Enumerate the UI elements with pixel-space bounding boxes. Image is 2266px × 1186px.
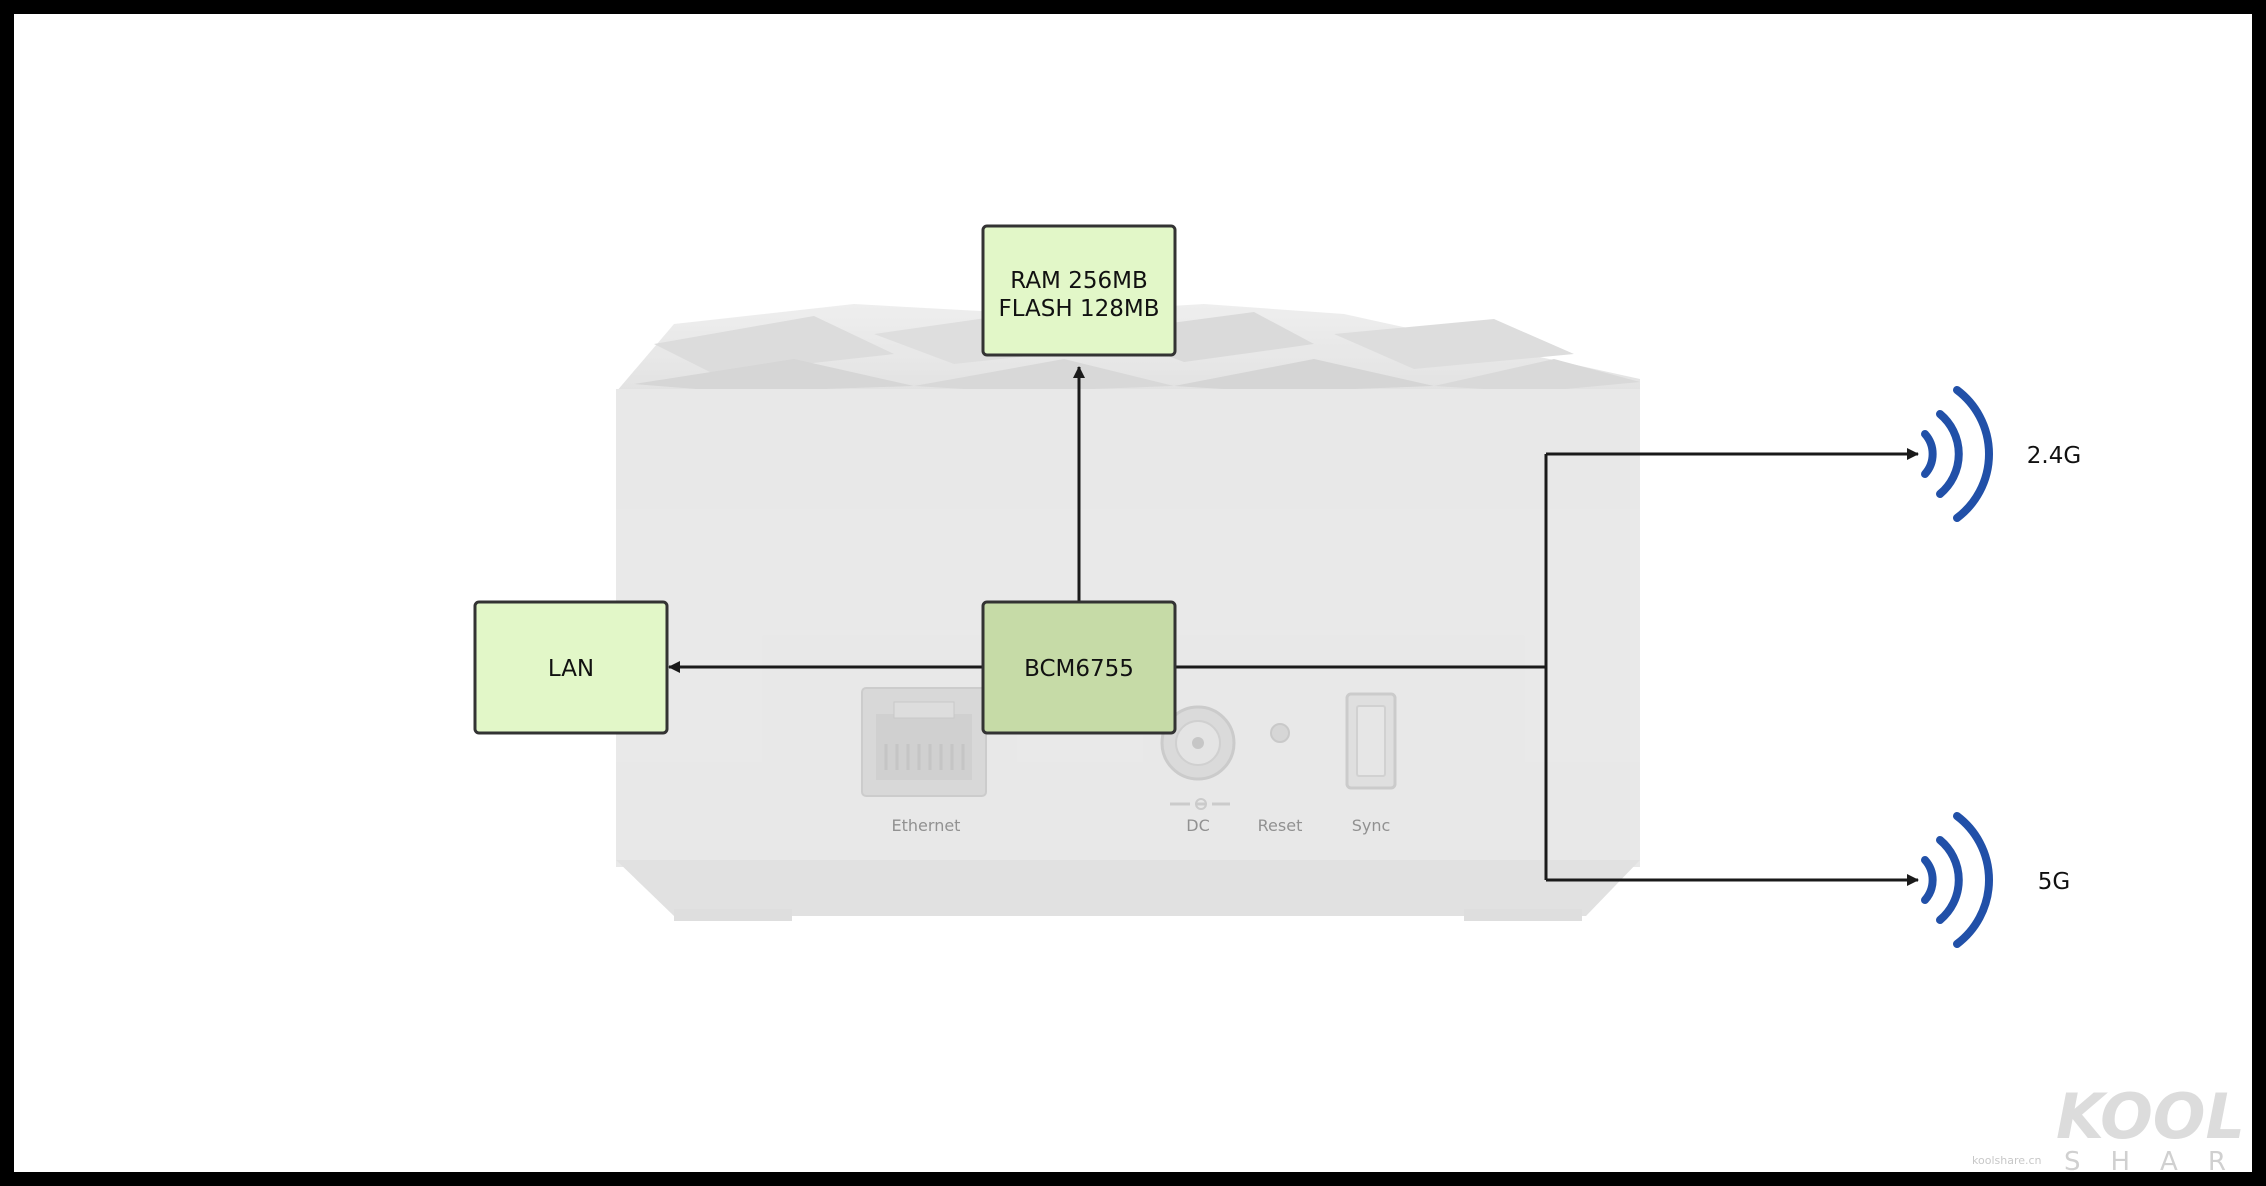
wifi-signal-icon — [1921, 812, 1993, 948]
router-foot-right — [1464, 909, 1582, 921]
diagram-canvas: Ethernet DC Reset Sync RAM 256MB — [14, 14, 2252, 1172]
memory-flash-label: FLASH 128MB — [998, 296, 1159, 322]
router-foot-left — [674, 909, 792, 921]
watermark-small: koolshare.cn — [1972, 1154, 2042, 1167]
dc-port-label: DC — [1186, 816, 1210, 835]
memory-block: RAM 256MB FLASH 128MB — [981, 224, 1177, 357]
koolshare-watermark: KOOL SHARE koolshare.cn — [1972, 1080, 2252, 1172]
sync-button-icon — [1345, 692, 1397, 790]
soc-label: BCM6755 — [1024, 656, 1134, 682]
block-diagram: Ethernet DC Reset Sync RAM 256MB — [473, 224, 2252, 1172]
watermark-brand: KOOL — [2056, 1080, 2245, 1153]
connection-lines — [668, 366, 1919, 886]
lan-block: LAN — [473, 600, 669, 735]
wifi-signal-icon — [1921, 386, 1993, 522]
soc-block: BCM6755 — [981, 600, 1177, 735]
band-24g-label: 2.4G — [2027, 443, 2081, 469]
dc-power-jack-icon — [1160, 705, 1236, 810]
ethernet-port-label: Ethernet — [892, 816, 961, 835]
watermark-sub: SHARE — [2064, 1147, 2252, 1172]
memory-ram-label: RAM 256MB — [1010, 268, 1147, 294]
ethernet-port-icon — [861, 687, 987, 797]
router-base — [616, 860, 1640, 916]
lan-label: LAN — [548, 656, 594, 682]
reset-port-label: Reset — [1258, 816, 1303, 835]
band-5g-label: 5G — [2038, 869, 2070, 895]
reset-pinhole-icon — [1270, 723, 1290, 743]
sync-port-label: Sync — [1352, 816, 1391, 835]
